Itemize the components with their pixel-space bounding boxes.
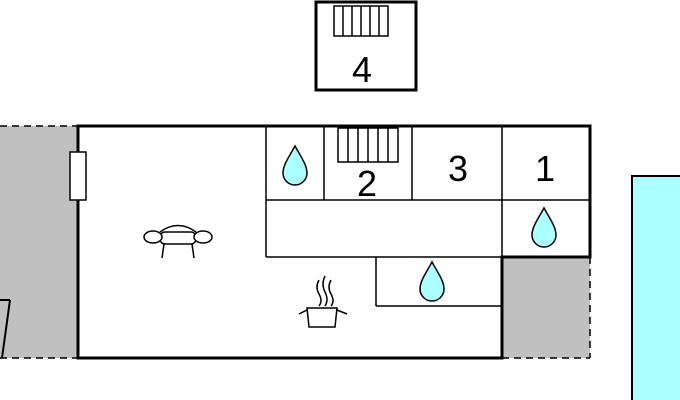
water-drop-icon — [531, 206, 557, 248]
room-number-1: 1 — [535, 148, 555, 189]
window-icon — [69, 151, 87, 201]
terrace-right — [502, 257, 591, 359]
water-drop-icon — [419, 260, 445, 302]
interior-walls — [265, 126, 590, 307]
room-number-3: 3 — [448, 148, 468, 189]
room-number-4: 4 — [352, 49, 372, 90]
sofa-icon — [143, 224, 213, 259]
pool — [631, 175, 680, 400]
stairs-icon — [337, 127, 399, 163]
cooking-pot-icon — [298, 275, 348, 328]
room-4: 4 — [314, 0, 418, 92]
terrace-left — [0, 125, 78, 359]
stairs-icon — [333, 5, 389, 37]
room-number-2: 2 — [357, 163, 377, 204]
water-drop-icon — [282, 144, 308, 186]
